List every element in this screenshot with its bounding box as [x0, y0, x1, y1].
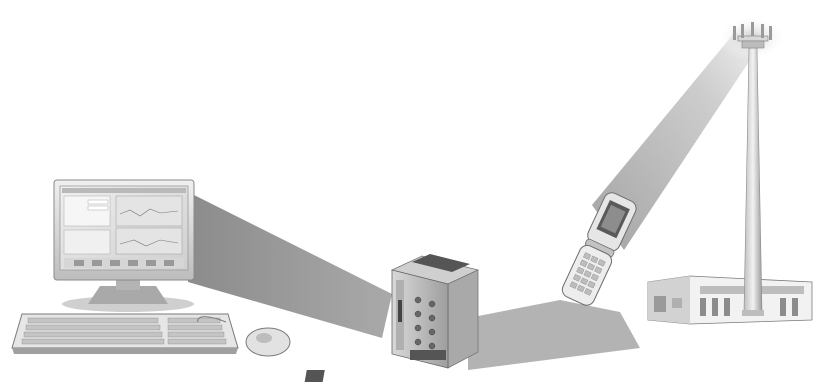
flip-phone-icon	[560, 190, 639, 308]
keyboard-icon	[12, 314, 238, 354]
base-station-building-icon	[648, 276, 812, 324]
desktop-computer-icon	[54, 180, 194, 312]
chassis-to-phone-beam	[468, 300, 640, 370]
